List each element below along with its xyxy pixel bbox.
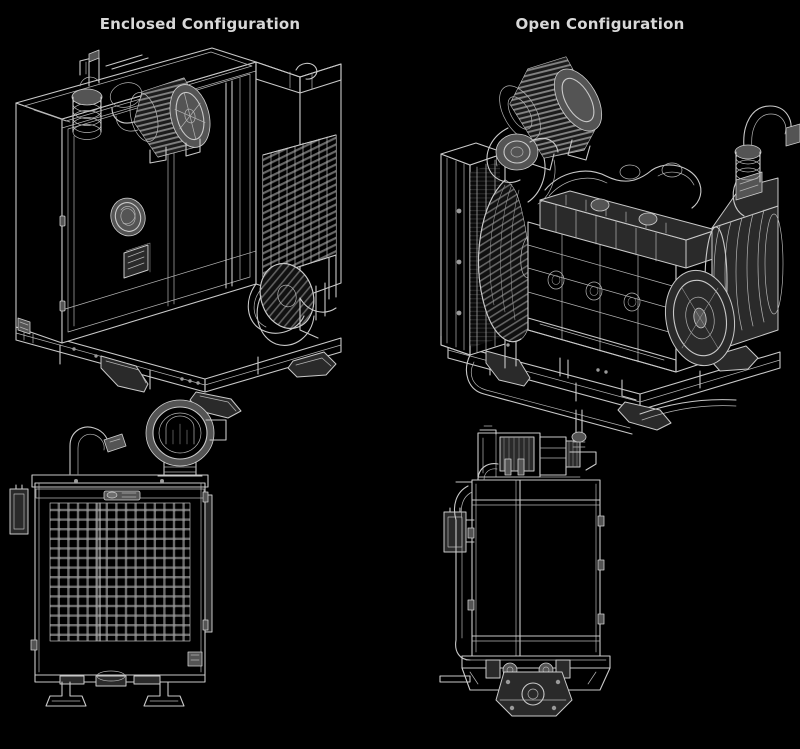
- radiator-louver-vent: [262, 134, 337, 279]
- front-mount-bracket: [495, 671, 573, 717]
- enclosed-configuration-isometric-view[interactable]: [15, 47, 342, 419]
- skid-base: [439, 655, 611, 691]
- enclosure-top-brace: [255, 61, 342, 94]
- coolant-piping: [247, 282, 337, 334]
- air-cleaner-canister: [486, 56, 603, 205]
- coolant-hoses: [466, 341, 637, 435]
- skid-underside: [34, 670, 206, 687]
- breather-tube: [569, 409, 597, 471]
- title-open-configuration: Open Configuration: [515, 15, 685, 33]
- top-tank: [477, 425, 581, 478]
- side-handle[interactable]: [9, 484, 29, 535]
- exhaust-stack: [71, 49, 103, 140]
- air-cleaner-canister: [111, 77, 211, 164]
- control-access-panel[interactable]: [123, 242, 151, 279]
- exhaust-outlet-elbow: [69, 426, 127, 475]
- enclosed-configuration-front-elevation[interactable]: [9, 399, 227, 707]
- exhaust-elbow: [732, 105, 800, 217]
- intake-manifold: [544, 162, 702, 209]
- vibration-isolator-feet: [100, 351, 337, 419]
- air-cleaner-end-view: [145, 399, 227, 477]
- title-enclosed-configuration: Enclosed Configuration: [99, 15, 301, 33]
- enclosure-front-panel[interactable]: [9, 474, 213, 676]
- flywheel-housing: [664, 269, 736, 367]
- cooling-fan: [478, 179, 540, 343]
- fuel-fill-cap[interactable]: [106, 194, 149, 240]
- turbocharger: [495, 133, 559, 171]
- rear-support-posts: [299, 254, 337, 339]
- open-configuration-end-elevation[interactable]: [439, 399, 737, 717]
- skid-feet: [45, 681, 185, 707]
- exhaust-tailpipe: [639, 399, 737, 421]
- skid-base: [447, 342, 781, 431]
- radiator-core[interactable]: [467, 479, 605, 657]
- radiator-grille-mesh: [49, 502, 191, 642]
- door-latch[interactable]: [103, 490, 141, 501]
- roof-opening: [109, 82, 143, 108]
- frame-rail: [453, 481, 473, 661]
- side-bracket: [443, 507, 475, 553]
- fan-guard: [477, 463, 499, 481]
- open-configuration-isometric-view[interactable]: [440, 56, 800, 435]
